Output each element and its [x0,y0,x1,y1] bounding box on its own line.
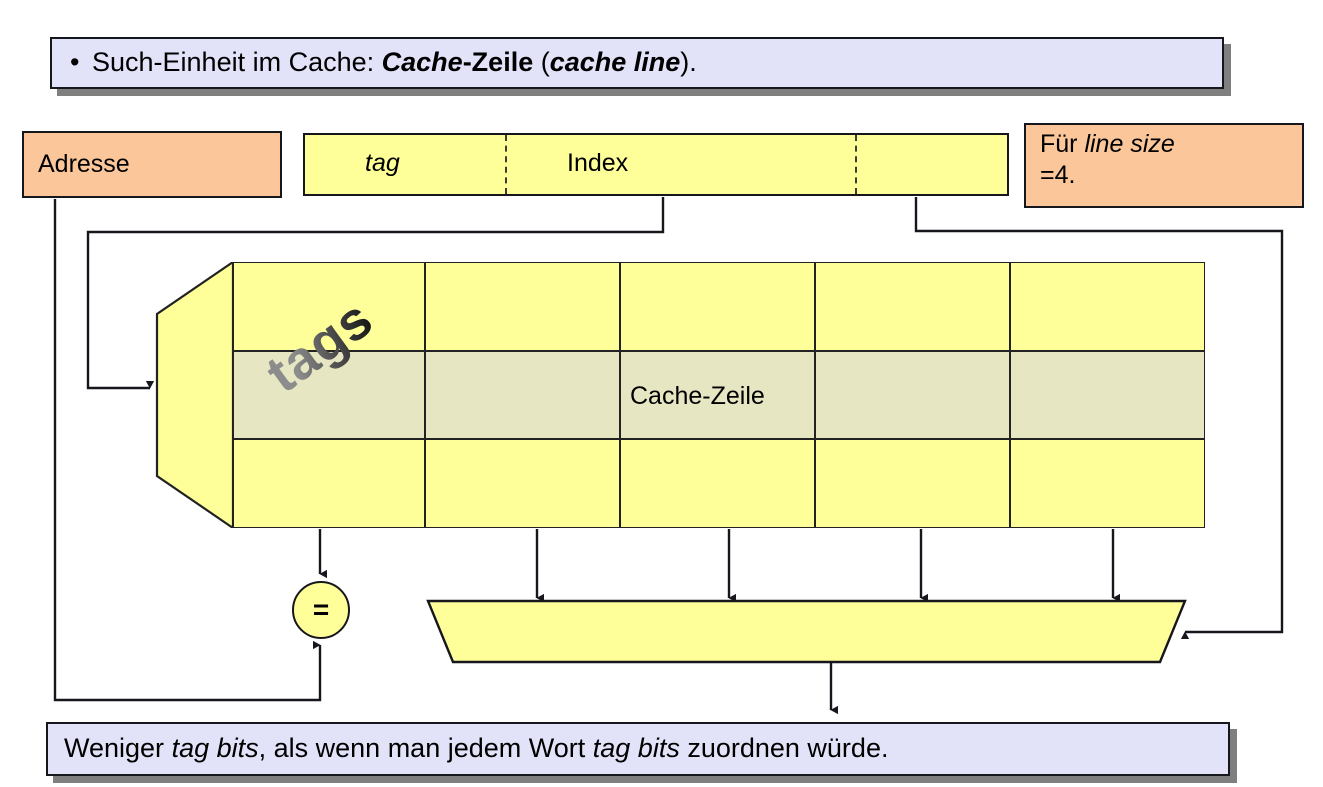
adresse-box: Adresse [22,131,282,198]
comparator-symbol: = [312,594,330,625]
grid-cell [815,439,1010,528]
line-size-note-line2: =4. [1040,160,1076,189]
bullet-icon: • [70,47,80,78]
address-field-tag-label: tag [365,149,400,177]
grid-cell [1010,439,1205,528]
title-seg-3: ( [533,47,550,78]
footer-banner-text: Weniger tag bits, als wenn man jedem Wor… [64,733,888,764]
title-seg-1: Cache [381,47,463,78]
grid-cell [620,262,815,351]
grid-cell-highlighted [425,351,620,439]
address-divider-tag-index [505,135,507,194]
comparator-equals: = [292,581,350,639]
grid-cell [233,439,425,528]
grid-cell [425,439,620,528]
grid-cell [815,262,1010,351]
grid-cell [1010,262,1205,351]
address-field-index-label: Index [567,149,629,177]
tags-prism-face [155,262,235,528]
line-size-italic: line size [1084,130,1175,158]
footer-seg-4: zuordnen würde. [679,733,889,764]
footer-seg-2: , als wenn man jedem Wort [258,733,593,764]
footer-banner: Weniger tag bits, als wenn man jedem Wor… [46,722,1230,776]
title-seg-5: ). [680,47,697,78]
footer-seg-0: Weniger [64,733,172,764]
footer-seg-1: tag bits [171,733,259,764]
line-size-note-line1: Für line size [1040,129,1302,160]
address-divider-index-offset [855,135,857,194]
grid-cell [620,439,815,528]
footer-seg-3: tag bits [592,733,680,764]
cache-grid: Cache-Zeile [233,262,1205,528]
grid-cell-highlighted [1010,351,1205,439]
grid-cell [425,262,620,351]
line-size-prefix: Für [1040,130,1085,158]
grid-cell-highlighted [815,351,1010,439]
title-banner: • Such-Einheit im Cache: Cache-Zeile (cac… [50,37,1224,89]
title-seg-4: cache line [549,47,681,78]
address-bar: tag Index [303,133,1009,196]
cache-line-label: Cache-Zeile [630,382,765,410]
multiplexer-trapezoid [426,599,1187,664]
title-seg-0: Such-Einheit im Cache: [92,47,382,78]
line-size-note-box: Für line size =4. [1024,123,1304,208]
title-banner-text: • Such-Einheit im Cache: Cache-Zeile (cac… [70,47,697,78]
adresse-label: Adresse [38,150,130,178]
title-seg-2: -Zeile [462,47,534,78]
